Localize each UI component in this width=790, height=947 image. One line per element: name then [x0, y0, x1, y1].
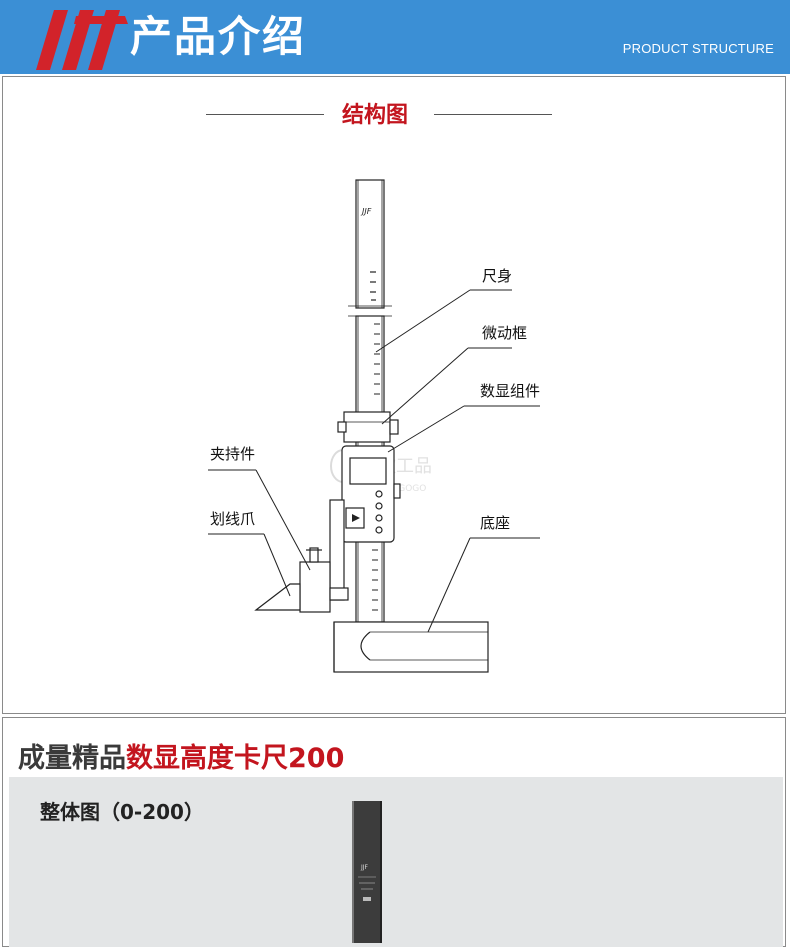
watermark-subtext: KUGOGO [386, 484, 426, 494]
product-title-name: 数显高度卡尺200 [126, 743, 345, 774]
label-scribe-claw: 划线爪 [210, 510, 255, 528]
clamp-assembly [254, 499, 349, 613]
product-image-area [9, 777, 783, 947]
whole-view-label: 整体图（0-200） [40, 800, 204, 824]
structure-panel [2, 76, 786, 714]
base [333, 621, 489, 673]
title-divider-right [434, 114, 552, 115]
title-divider-left [206, 114, 324, 115]
digital-unit [341, 445, 401, 543]
fine-adjust-frame [337, 411, 399, 443]
header-title: 产品介绍 [130, 12, 307, 61]
brand-logo-icon [36, 10, 128, 70]
ruler-photo-details: JJF [358, 864, 376, 901]
label-fine-adjust-frame: 微动框 [482, 324, 527, 342]
header-subtitle: PRODUCT STRUCTURE [622, 41, 774, 56]
label-clamp: 夹持件 [210, 445, 255, 463]
ruler-photo-image: JJF [352, 801, 382, 943]
structure-title: 结构图 [341, 103, 408, 128]
label-digital-unit: 数显组件 [480, 382, 540, 400]
product-title: 成量精品数显高度卡尺200 [18, 741, 344, 777]
ruler-body: JJF [348, 179, 392, 623]
label-ruler-body: 尺身 [482, 267, 512, 285]
header-banner: 产品介绍 PRODUCT STRUCTURE [0, 0, 790, 74]
product-title-prefix: 成量精品 [18, 743, 126, 774]
svg-text:JJF: JJF [360, 207, 372, 216]
leader-lines [208, 289, 540, 633]
label-base: 底座 [480, 514, 510, 532]
svg-text:JJF: JJF [360, 864, 369, 871]
